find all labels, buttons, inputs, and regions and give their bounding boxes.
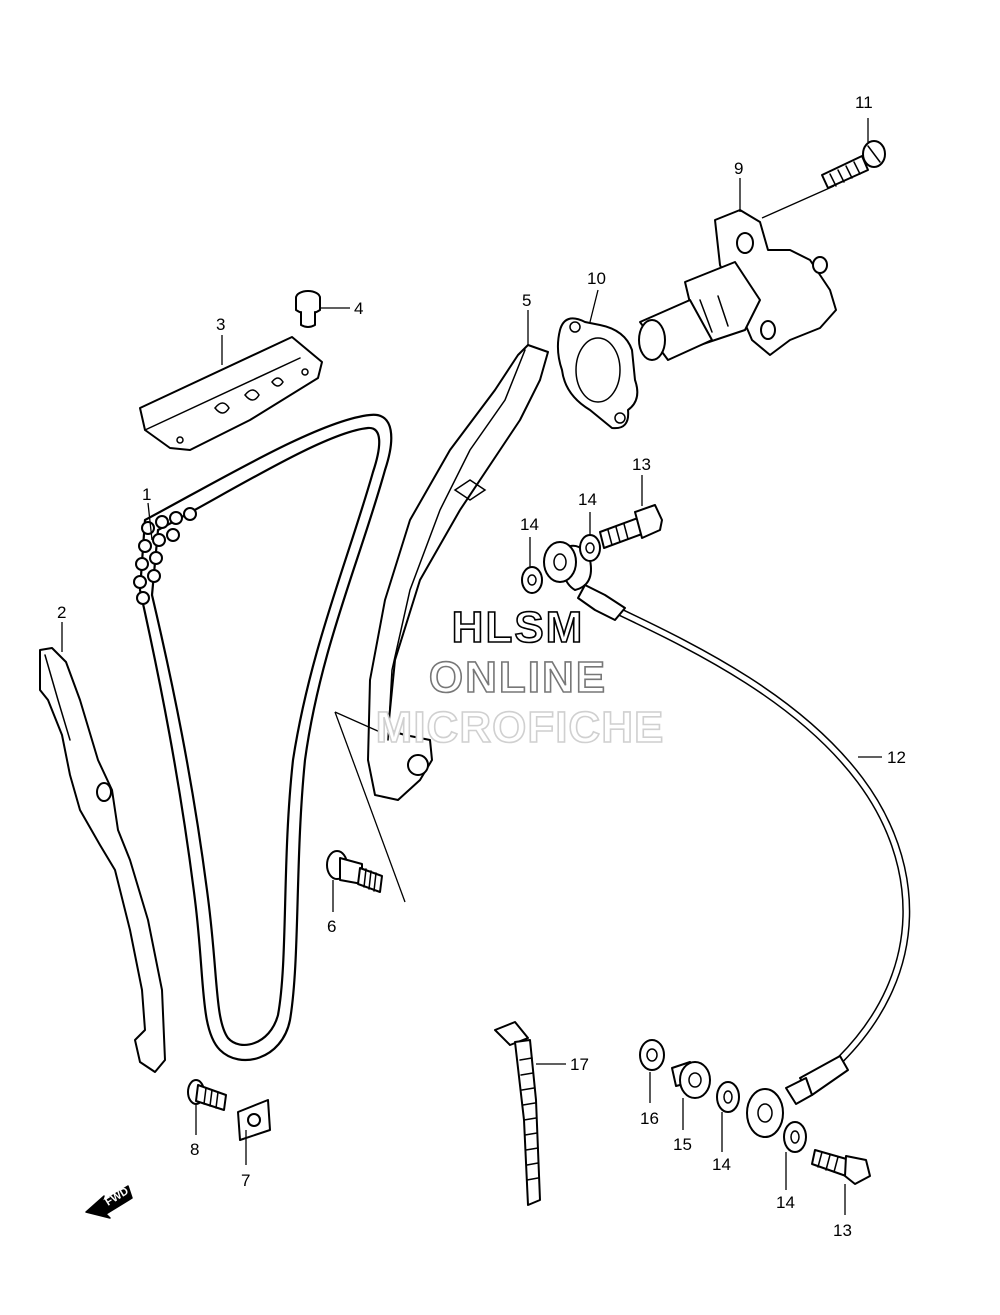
- part-5-tensioner-arm: [367, 344, 549, 801]
- part-14-washer-lower-2: [783, 1121, 807, 1153]
- watermark: HLSM ONLINE MICROFICHE: [375, 602, 665, 753]
- part-7-washer-plate: [237, 1099, 271, 1141]
- callout-5: 5: [522, 291, 531, 310]
- callout-14-lower-right: 14: [776, 1193, 795, 1212]
- part-6-pivot-bolt: [326, 850, 383, 893]
- watermark-line-1: HLSM: [452, 603, 585, 652]
- part-16-washer: [639, 1039, 665, 1071]
- part-2-chain-guide: [39, 647, 166, 1073]
- watermark-line-3: MICROFICHE: [376, 703, 665, 752]
- part-14-washer-upper-1: [521, 566, 543, 594]
- part-9-tensioner: [638, 209, 837, 361]
- part-11-bolt: [821, 140, 886, 189]
- leader-lines: [61, 118, 882, 1215]
- part-4-bolt: [295, 290, 321, 328]
- part-14-washer-upper-2: [579, 534, 601, 562]
- callout-6: 6: [327, 917, 336, 936]
- part-15-plug-bolt: [671, 1061, 711, 1099]
- callout-2: 2: [57, 603, 66, 622]
- callout-4: 4: [354, 299, 363, 318]
- part-12-oil-hose: [543, 541, 911, 1138]
- callout-12: 12: [887, 748, 906, 767]
- part-3-guide-cover: [139, 336, 323, 451]
- callout-8: 8: [190, 1140, 199, 1159]
- watermark-line-2: ONLINE: [429, 653, 607, 702]
- callout-9: 9: [734, 159, 743, 178]
- callout-13-upper: 13: [632, 455, 651, 474]
- callout-7: 7: [241, 1171, 250, 1190]
- callout-14-lower-left: 14: [712, 1155, 731, 1174]
- callout-14-upper-left: 14: [520, 515, 539, 534]
- part-10-gasket: [556, 317, 639, 430]
- part-13-banjo-bolt-upper: [599, 504, 663, 549]
- callouts: 1 2 3 4 5 6 7 8 9 10 11 12 13 13 14 14 1…: [57, 93, 906, 1240]
- chain-links: [133, 507, 197, 605]
- fwd-arrow-icon: FWD: [85, 1185, 133, 1219]
- callout-11: 11: [855, 93, 873, 112]
- callout-16: 16: [640, 1109, 659, 1128]
- callout-15: 15: [673, 1135, 692, 1154]
- callout-1: 1: [142, 485, 151, 504]
- callout-10: 10: [587, 269, 606, 288]
- part-8-screw: [187, 1079, 227, 1111]
- part-1-cam-chain: [133, 413, 393, 1062]
- part-14-washer-lower-1: [716, 1081, 740, 1113]
- part-13-banjo-bolt-lower: [811, 1149, 871, 1185]
- callout-14-upper-right: 14: [578, 490, 597, 509]
- callout-17: 17: [570, 1055, 589, 1074]
- callout-13-lower: 13: [833, 1221, 852, 1240]
- callout-3: 3: [216, 315, 225, 334]
- part-17-cable-tie: [494, 1021, 541, 1206]
